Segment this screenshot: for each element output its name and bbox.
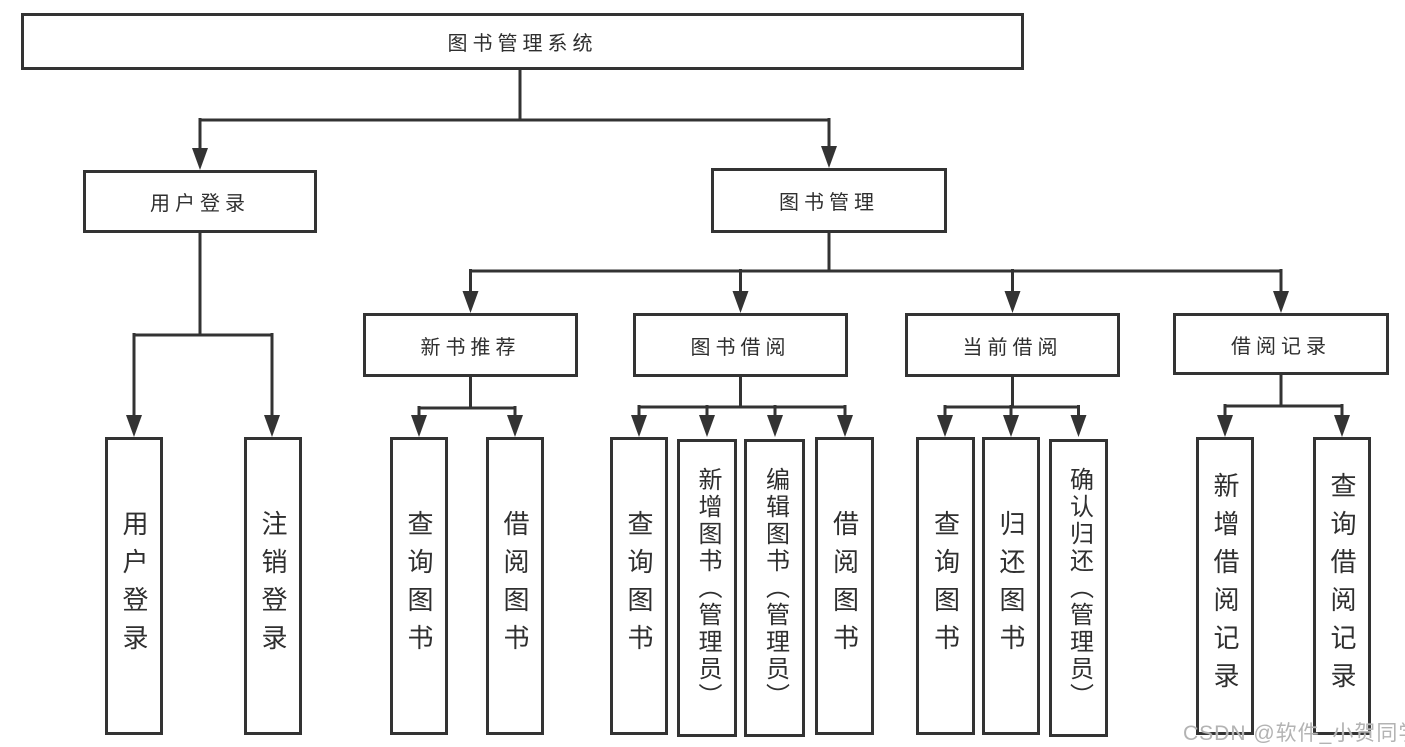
leaf-query-book-borrow: 查询图书 bbox=[610, 437, 668, 735]
connector-book-mgmt-to-level3 bbox=[462, 233, 1289, 313]
leaf-borrow-book-recommend: 借阅图书 bbox=[486, 437, 544, 735]
connector-book-borrow-children bbox=[631, 377, 853, 437]
leaf-borrow-book: 借阅图书 bbox=[815, 437, 874, 735]
leaf-edit-book-admin: 编辑图书（管理员） bbox=[744, 439, 805, 737]
connector-user-login-children bbox=[126, 233, 280, 437]
leaf-logout: 注销登录 bbox=[244, 437, 302, 735]
leaf-confirm-return-admin: 确认归还（管理员） bbox=[1049, 439, 1108, 737]
leaf-user-login: 用户登录 bbox=[105, 437, 163, 735]
leaf-add-book-admin: 新增图书（管理员） bbox=[677, 439, 737, 737]
node-current-borrow: 当前借阅 bbox=[905, 313, 1120, 377]
connector-root-to-level2 bbox=[192, 69, 837, 170]
node-library-management-system: 图书管理系统 bbox=[21, 13, 1024, 70]
csdn-watermark: CSDN @软件_小贺同学 bbox=[1183, 722, 1405, 745]
connector-borrow-record-children bbox=[1217, 375, 1350, 437]
leaf-return-book: 归还图书 bbox=[982, 437, 1040, 735]
node-borrow-record: 借阅记录 bbox=[1173, 313, 1389, 375]
connector-current-borrow-children bbox=[937, 377, 1087, 437]
node-book-borrow: 图书借阅 bbox=[633, 313, 848, 377]
leaf-query-borrow-record: 查询借阅记录 bbox=[1313, 437, 1371, 735]
leaf-add-borrow-record: 新增借阅记录 bbox=[1196, 437, 1254, 735]
leaf-query-book-recommend: 查询图书 bbox=[390, 437, 448, 735]
node-book-management: 图书管理 bbox=[711, 168, 947, 233]
node-new-book-recommend: 新书推荐 bbox=[363, 313, 578, 377]
node-user-login: 用户登录 bbox=[83, 170, 317, 233]
connector-new-book-recommend-children bbox=[411, 377, 523, 437]
leaf-query-book-current: 查询图书 bbox=[916, 437, 975, 735]
